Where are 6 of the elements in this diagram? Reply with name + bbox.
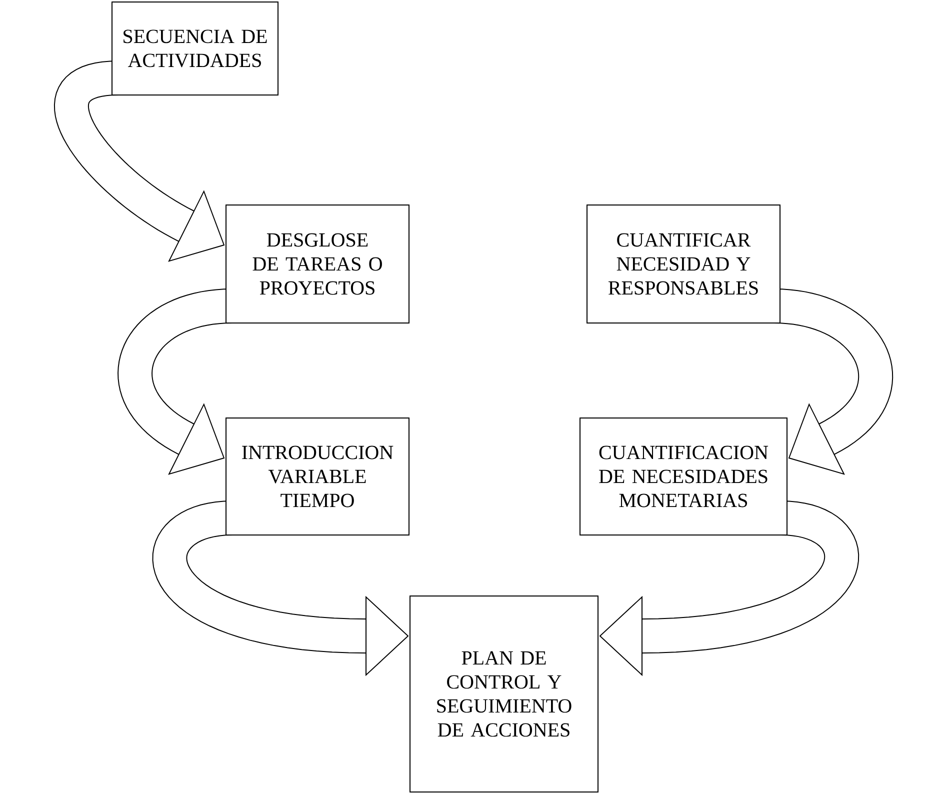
process-box: CUANTIFICAR NECESIDAD Y RESPONSABLES <box>586 204 780 324</box>
process-box: PLAN DE CONTROL Y SEGUIMIENTO DE ACCIONES <box>410 596 598 792</box>
process-box: DESGLOSE DE TAREAS O PROYECTOS <box>226 204 410 324</box>
process-box: SECUENCIA DE ACTIVIDADES <box>112 2 278 96</box>
process-box: INTRODUCCION VARIABLE TIEMPO <box>226 418 410 536</box>
process-box: CUANTIFICACION DE NECESIDADES MONETARIAS <box>580 418 788 536</box>
